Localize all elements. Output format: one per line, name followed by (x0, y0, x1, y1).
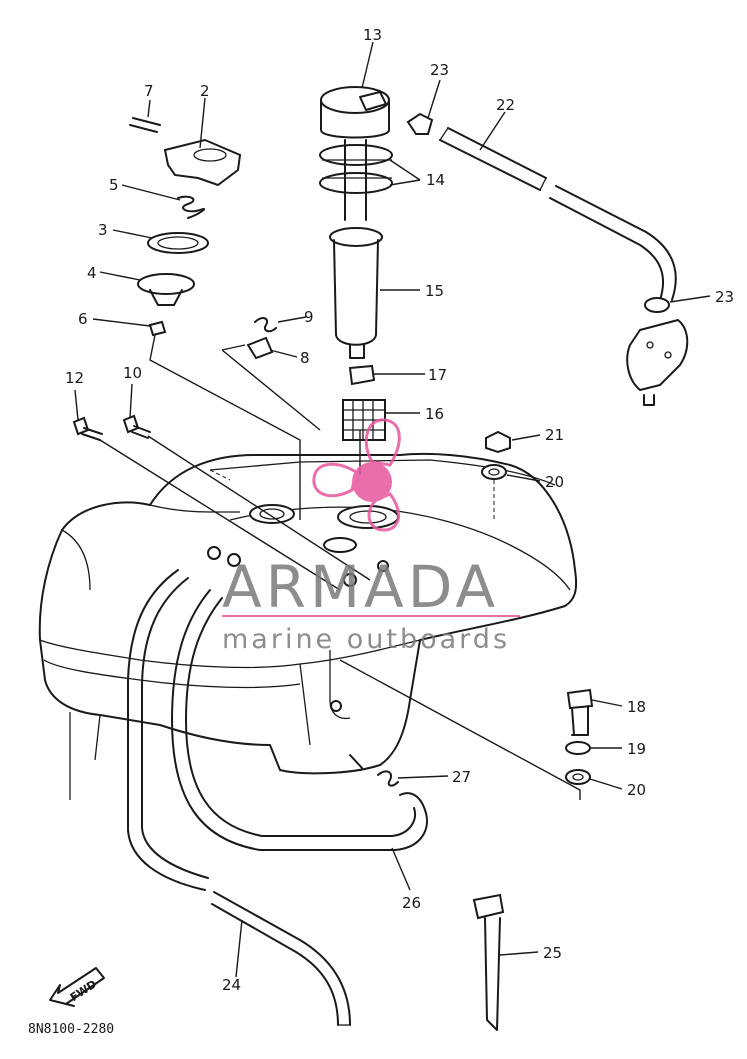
part-23-clamp-right (644, 297, 670, 313)
callout-7: 7 (144, 82, 154, 100)
callout-leaders (74, 41, 711, 978)
callout-10: 10 (123, 364, 142, 382)
callout-20-bottom: 20 (627, 781, 646, 799)
callout-2: 2 (200, 82, 210, 100)
watermark-brand: ARMADA (222, 553, 499, 621)
part-12-bolt (72, 416, 103, 441)
hose-22 (439, 127, 677, 301)
pump-unit (626, 319, 689, 406)
callout-25: 25 (543, 944, 562, 962)
hose-24 (127, 569, 351, 1026)
part-9-clip (254, 317, 277, 333)
callout-23-top: 23 (430, 61, 449, 79)
part-7-pin (129, 117, 161, 133)
propeller-logo (222, 418, 520, 617)
armada-watermark: ARMADA marine outboards (222, 418, 520, 655)
part-13-pump-head (320, 86, 390, 221)
hose-26 (171, 589, 428, 851)
part-27-clip (377, 770, 399, 787)
part-6-nut (148, 320, 167, 337)
part-5-spring (177, 195, 206, 219)
callout-4: 4 (87, 264, 97, 282)
fwd-arrow: FWD (49, 967, 105, 1007)
part-23-clamp-top (406, 112, 434, 135)
callout-20-top: 20 (545, 473, 564, 491)
callout-23-right: 23 (715, 288, 734, 306)
callout-21: 21 (545, 426, 564, 444)
part-14-springs (319, 144, 393, 194)
callout-14: 14 (426, 171, 445, 189)
part-20-washer-top (481, 464, 507, 480)
part-21-nut (485, 430, 511, 454)
part-2-cap (163, 138, 242, 187)
part-19-washer (565, 741, 591, 755)
callout-8: 8 (300, 349, 310, 367)
callout-17: 17 (428, 366, 447, 384)
part-3-seal (147, 232, 209, 254)
callout-9: 9 (304, 308, 314, 326)
callout-19: 19 (627, 740, 646, 758)
diagram-code: 8N8100-2280 (28, 1022, 114, 1037)
callout-18: 18 (627, 698, 646, 716)
callout-16: 16 (425, 405, 444, 423)
callout-3: 3 (98, 221, 108, 239)
callout-27: 27 (452, 768, 471, 786)
part-10-bolt (122, 414, 151, 439)
callout-26: 26 (402, 894, 421, 912)
callout-13: 13 (363, 26, 382, 44)
part-18-bolt (566, 688, 594, 736)
callout-5: 5 (109, 176, 119, 194)
assembly-lines (99, 334, 581, 800)
fwd-label: FWD (68, 978, 99, 1005)
callout-6: 6 (78, 310, 88, 328)
part-20-washer-bottom (565, 769, 591, 785)
part-17-fitting (348, 364, 376, 386)
callout-22: 22 (496, 96, 515, 114)
part-15-tube (329, 227, 383, 359)
callout-numbers: 7 2 5 3 4 6 13 23 22 14 15 9 8 23 12 10 … (65, 26, 734, 994)
callout-24: 24 (222, 976, 241, 994)
part-16-filter (342, 399, 386, 441)
callout-15: 15 (425, 282, 444, 300)
part-8-bracket (246, 336, 274, 360)
part-25-strap (472, 893, 505, 1031)
watermark-tagline: marine outboards (222, 624, 510, 655)
part-4-gasket (137, 273, 195, 306)
callout-12: 12 (65, 369, 84, 387)
